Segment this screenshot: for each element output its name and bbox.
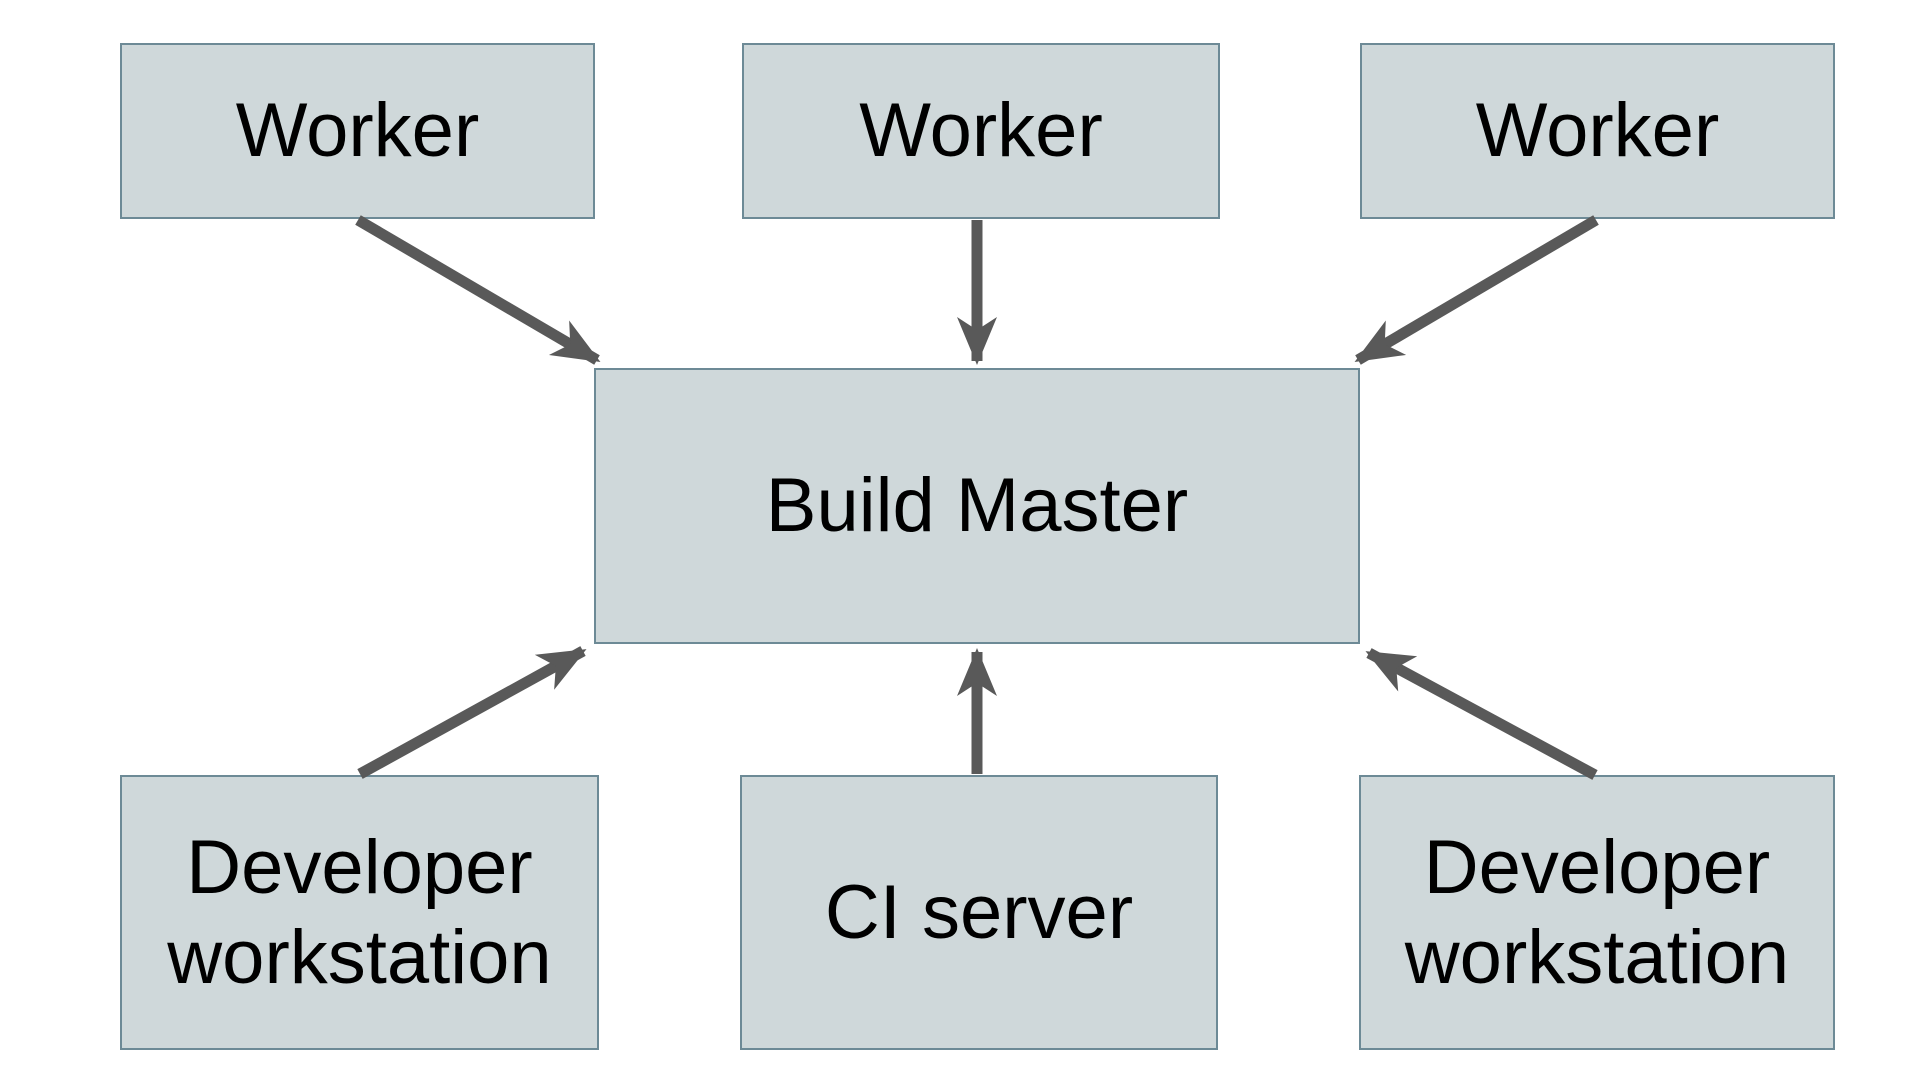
node-worker-3-label: Worker	[1475, 88, 1720, 174]
node-worker-1-label: Worker	[235, 88, 480, 174]
node-worker-2-label: Worker	[859, 88, 1103, 174]
arrow-worker3-to-build-master	[1354, 215, 1599, 365]
node-developer-workstation-right-label: Developer workstation	[1404, 824, 1790, 1000]
node-build-master-label: Build Master	[765, 463, 1189, 549]
node-worker-2: Worker	[742, 43, 1220, 219]
node-developer-workstation-left-label: Developer workstation	[167, 824, 552, 1000]
node-developer-workstation-left: Developer workstation	[120, 775, 599, 1050]
node-worker-1: Worker	[120, 43, 595, 219]
node-developer-workstation-right: Developer workstation	[1359, 775, 1835, 1050]
node-worker-3: Worker	[1360, 43, 1835, 219]
arrow-dev-left-to-build-master	[357, 646, 587, 779]
node-ci-server: CI server	[740, 775, 1218, 1050]
node-build-master: Build Master	[594, 368, 1360, 644]
node-ci-server-label: CI server	[824, 869, 1134, 955]
arrow-worker1-to-build-master	[355, 215, 601, 365]
arrow-dev-right-to-build-master	[1365, 648, 1598, 780]
